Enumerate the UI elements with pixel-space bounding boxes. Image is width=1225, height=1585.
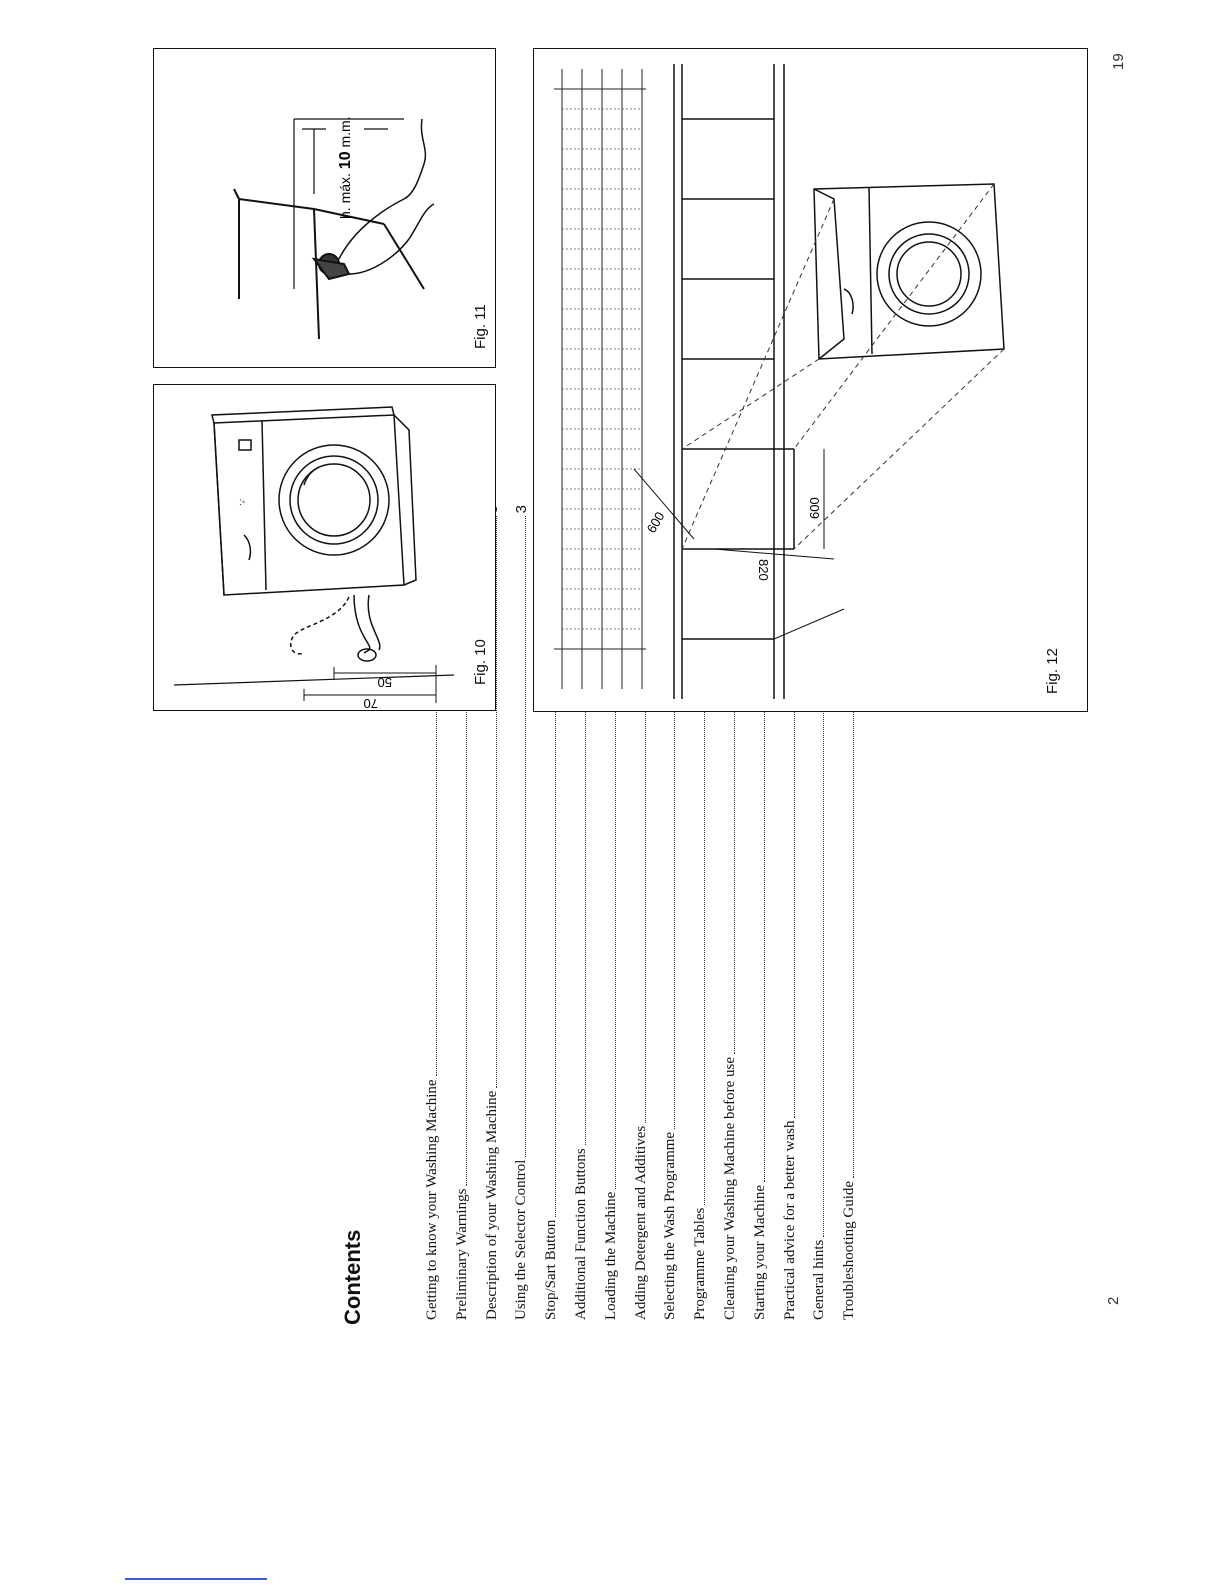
tap-and-hand-drawing [233, 118, 435, 340]
link-underline [125, 1578, 267, 1580]
toc-item-label: Description of your Washing Machine [483, 1090, 500, 1320]
page-number-right: 19 [1110, 53, 1127, 70]
fig11-illustration: h. máx. 10 m.m. [233, 116, 435, 340]
fig10-illustration: :◦ 50 70 [173, 406, 455, 711]
toc-item-label: Cleaning your Washing Machine before use [721, 1056, 738, 1320]
fig12-dim-depth: 600 [644, 509, 668, 535]
fig11-dimension-lines [293, 118, 404, 289]
toc-item-label: Stop/Sart Button [542, 1219, 559, 1320]
contents-title: Contents [340, 1229, 365, 1325]
toc-item-label: Starting your Machine [751, 1185, 768, 1320]
page-number-left: 2 [1105, 1296, 1122, 1305]
toc-item-label: Programme Tables [691, 1207, 708, 1320]
toc-item-label: Loading the Machine [602, 1191, 619, 1320]
figure-12: 600 600 820 Fig. 12 [533, 48, 1088, 712]
toc-item-label: Selecting the Wash Programme [661, 1131, 678, 1320]
toc-item-label: Additional Function Buttons [572, 1148, 589, 1320]
fig12-machine-drawing [813, 183, 1005, 360]
fig12-dim-height: 600 [807, 497, 822, 519]
drain-hose-drawing [290, 594, 381, 662]
fig12-illustration: 600 600 820 [554, 64, 1005, 699]
toc-item-label: Troubleshooting Guide [840, 1180, 857, 1320]
fig12-dimension-lines [633, 449, 845, 640]
fig12-label: Fig. 12 [1044, 648, 1061, 694]
toc-item-label: Practical advice for a better wash [781, 1120, 798, 1320]
toc-item-label: Getting to know your Washing Machine [423, 1079, 440, 1320]
fig10-label: Fig. 10 [472, 639, 489, 685]
toc-item-label: Using the Selector Control [512, 1159, 529, 1320]
toc-leader-dots [516, 516, 526, 1157]
fig12-dim-820: 820 [756, 559, 771, 581]
fig12-guide-lines [681, 183, 1005, 550]
fig10-dim-a: 50 [378, 675, 392, 690]
svg-text::◦: :◦ [239, 497, 245, 508]
fig10-dim-b: 70 [364, 696, 378, 710]
fig11-label: Fig. 11 [472, 304, 489, 349]
washing-machine-drawing: :◦ [211, 406, 417, 596]
figure-10: :◦ 50 70 Fig. 10 [153, 384, 496, 711]
fig11-height-text: h. máx. 10 m.m. [337, 116, 354, 219]
toc-item-label: Preliminary Warnings [453, 1188, 470, 1320]
fig10-dimension-lines [303, 665, 437, 703]
toc-item-label: Adding Detergent and Additives [632, 1125, 649, 1320]
figure-11: h. máx. 10 m.m. Fig. 11 [153, 48, 496, 368]
toc-item-page: 3 [512, 505, 530, 514]
toc-item-label: General hints [810, 1239, 827, 1320]
cabinet-drawing [673, 64, 795, 699]
tile-wall-drawing [554, 69, 646, 689]
